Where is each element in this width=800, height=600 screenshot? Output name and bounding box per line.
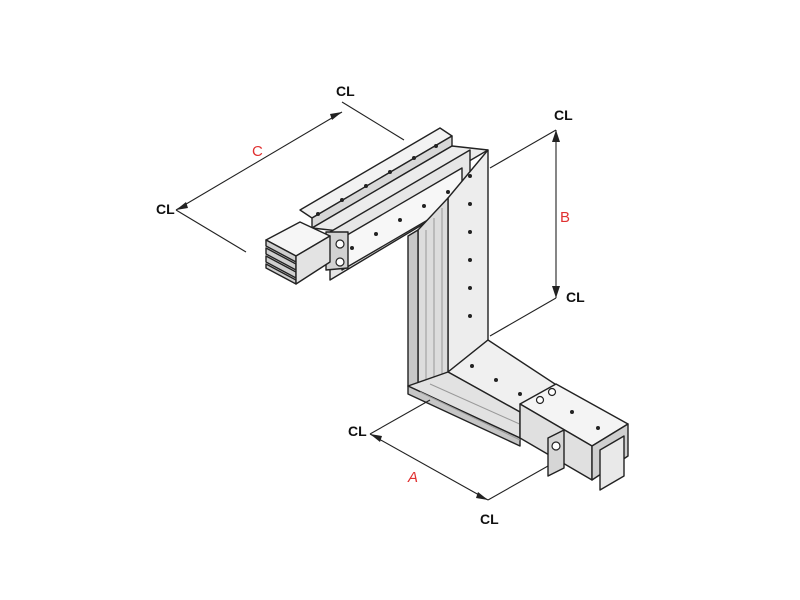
centerline-symbol-a-left: CL [348, 423, 367, 439]
dimension-a-label: A [407, 469, 418, 486]
dimension-a [369, 399, 549, 501]
dimension-b-extension-bottom [489, 297, 557, 337]
centerline-symbols: CL CL CL CL CL CL [156, 83, 585, 527]
dimension-c-extension-bottom [175, 209, 247, 253]
dimension-a-extension-left [369, 399, 431, 435]
dimension-c [175, 101, 405, 253]
dimension-b [489, 129, 560, 337]
centerline-symbol-b-top: CL [554, 107, 573, 123]
dimension-a-extension-right [487, 465, 549, 501]
dimension-b-label: B [560, 209, 570, 226]
dimension-a-line [369, 433, 489, 501]
dimension-c-line [175, 111, 343, 211]
upper-busbar-run [265, 127, 489, 285]
upper-run-rivets [316, 144, 450, 267]
lower-run-rivets [470, 364, 600, 451]
vertical-riser [407, 149, 489, 391]
dimension-b-extension-top [489, 129, 557, 169]
centerline-symbol-a-right: CL [480, 511, 499, 527]
dimension-c-extension-top [341, 101, 405, 141]
centerline-symbol-b-bottom: CL [566, 289, 585, 305]
riser-rivets [468, 174, 472, 318]
centerline-symbol-c-left: CL [156, 201, 175, 217]
lower-busbar-run [407, 339, 629, 491]
dimension-c-label: C [252, 143, 263, 160]
centerline-symbol-c-top: CL [336, 83, 355, 99]
